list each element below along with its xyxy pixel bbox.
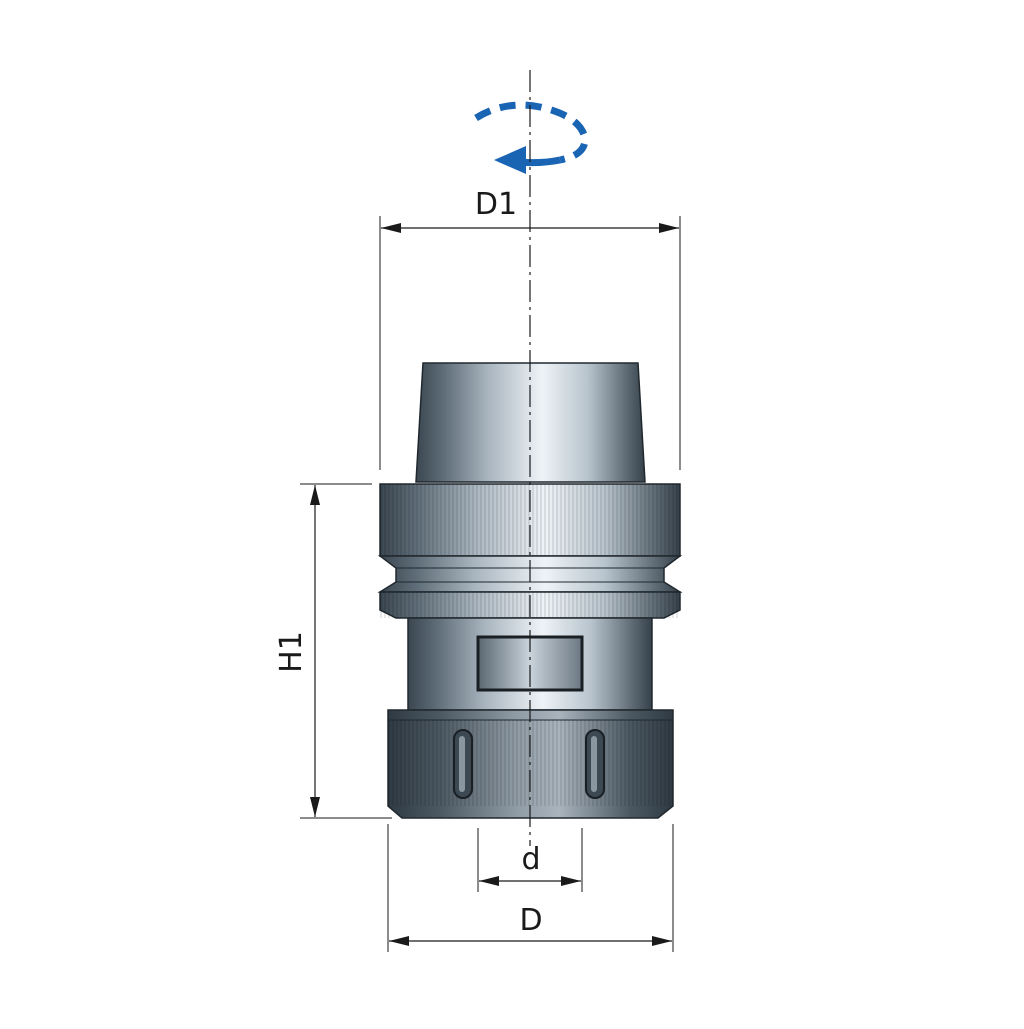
dimension-d: d: [477, 828, 583, 892]
dimension-label-d-outer: D: [519, 903, 542, 938]
dimension-label-h1: H1: [274, 631, 309, 673]
dimension-d1: D1: [379, 187, 681, 470]
dimension-label-d1: D1: [475, 187, 517, 222]
dimension-d-outer: D: [387, 824, 674, 952]
dimension-h1: H1: [274, 483, 392, 819]
dimension-label-d: d: [521, 842, 540, 877]
rotation-direction-arrow-icon: [474, 101, 589, 174]
